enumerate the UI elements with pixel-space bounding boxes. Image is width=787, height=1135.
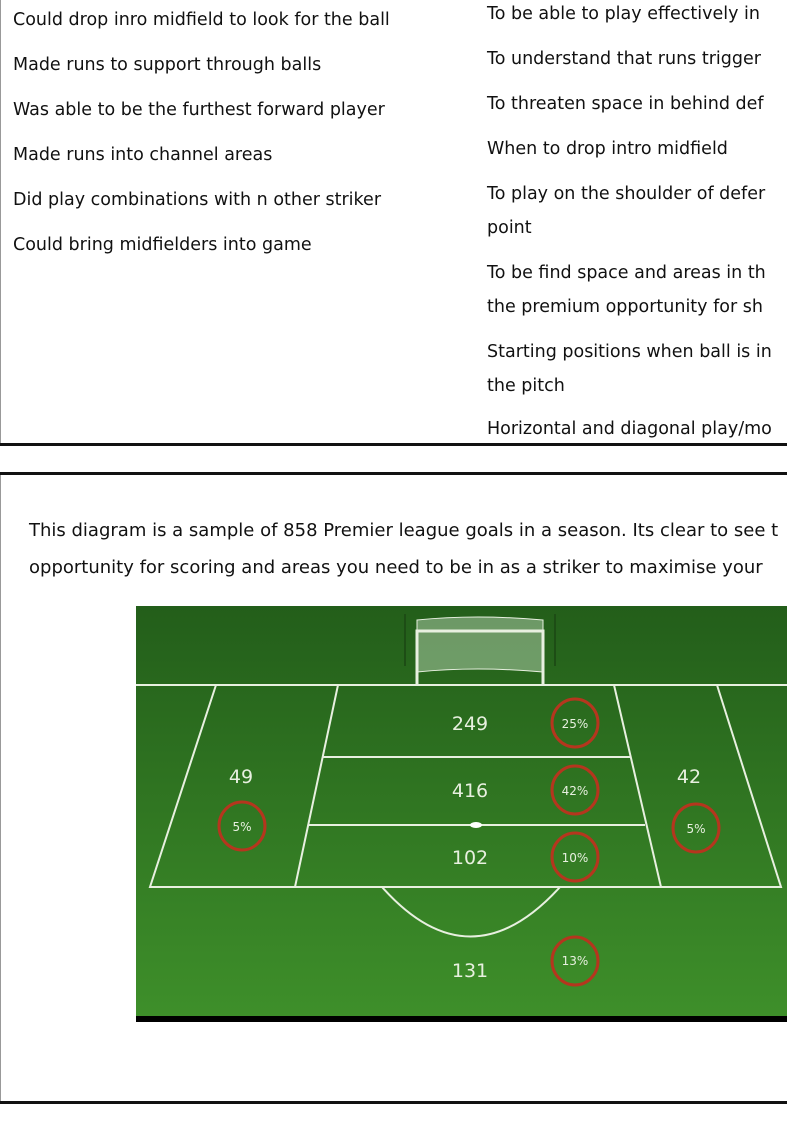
penalty-spot bbox=[470, 822, 482, 828]
pct-outside-box: 13% bbox=[562, 954, 589, 968]
description-paragraph: This diagram is a sample of 858 Premier … bbox=[29, 512, 778, 586]
divider bbox=[0, 443, 787, 446]
pitch-bottom-bar bbox=[136, 1016, 787, 1022]
goals-outside-box: 131 bbox=[452, 960, 488, 982]
right-item: To understand that runs trigger bbox=[487, 49, 761, 69]
goals-left-wing: 49 bbox=[229, 766, 253, 788]
right-channel-line bbox=[613, 684, 662, 888]
right-column: To be able to play effectively in To und… bbox=[0, 0, 787, 439]
right-item: To be find space and areas in th the pre… bbox=[487, 263, 766, 317]
circle-penalty-spot bbox=[550, 764, 600, 816]
table-border bbox=[0, 0, 1, 445]
penalty-arc bbox=[381, 886, 561, 938]
left-item: Could drop inro midfield to look for the… bbox=[13, 10, 390, 30]
circle-outside-box bbox=[550, 935, 600, 987]
pct-penalty-spot: 42% bbox=[562, 784, 589, 798]
table-border bbox=[0, 474, 1, 1104]
right-item: To play on the shoulder of defer point bbox=[487, 184, 766, 238]
right-item: Starting positions when ball is in the p… bbox=[487, 342, 772, 396]
left-item: Made runs to support through balls bbox=[13, 55, 322, 75]
divider bbox=[0, 472, 787, 475]
right-item: When to drop intro midfield bbox=[487, 139, 728, 159]
paragraph-line: This diagram is a sample of 858 Premier … bbox=[29, 520, 779, 541]
divider bbox=[0, 1101, 787, 1104]
left-item: Did play combinations with n other strik… bbox=[13, 190, 382, 210]
left-item: Was able to be the furthest forward play… bbox=[13, 100, 385, 120]
goal bbox=[404, 614, 556, 686]
right-item: To be able to play effectively in bbox=[487, 4, 760, 24]
circle-right-wing bbox=[671, 802, 721, 854]
left-item: Made runs into channel areas bbox=[13, 145, 273, 165]
pct-box-edge: 10% bbox=[562, 851, 589, 865]
pct-six-yard: 25% bbox=[562, 717, 589, 731]
right-item: To threaten space in behind def bbox=[487, 94, 764, 114]
left-item: Could bring midfielders into game bbox=[13, 235, 312, 255]
circle-left-wing bbox=[217, 800, 267, 852]
goals-right-wing: 42 bbox=[677, 766, 701, 788]
circle-six-yard bbox=[550, 697, 600, 749]
highlight-circles bbox=[217, 697, 721, 987]
right-item: Horizontal and diagonal play/mo bbox=[487, 419, 772, 439]
pct-left-wing: 5% bbox=[232, 820, 251, 834]
paragraph-line: opportunity for scoring and areas you ne… bbox=[29, 557, 763, 578]
circle-box-edge bbox=[550, 831, 600, 883]
goals-six-yard: 249 bbox=[452, 713, 488, 735]
goals-box-edge: 102 bbox=[452, 847, 488, 869]
goal-zones-pitch-diagram: 249 25% 416 42% 102 10% 131 13% 49 5% 42… bbox=[136, 606, 787, 1022]
goals-penalty-spot: 416 bbox=[452, 780, 488, 802]
pct-right-wing: 5% bbox=[686, 822, 705, 836]
penalty-area bbox=[148, 684, 783, 888]
left-channel-line bbox=[294, 684, 339, 888]
